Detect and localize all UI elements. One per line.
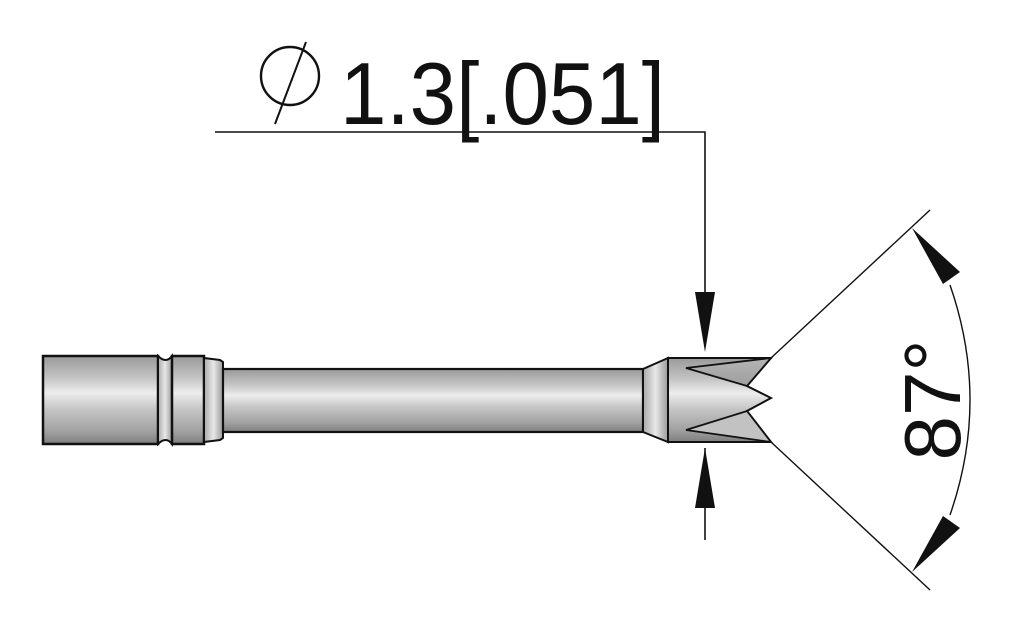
angle-value: 87° (888, 340, 977, 461)
diameter-dimension: 1.3[.051] (215, 41, 715, 540)
angle-extension-line-top (770, 209, 931, 359)
soldering-tip (41, 353, 774, 447)
diameter-value: 1.3[.051] (340, 44, 665, 143)
arc-arrow-top-icon (912, 228, 960, 284)
angle-extension-line-bottom (770, 441, 931, 591)
angle-dimension: 87° (770, 209, 977, 591)
arrow-down-icon (695, 292, 715, 352)
arc-arrow-bottom-icon (912, 516, 960, 572)
angle-arc (949, 284, 971, 516)
diameter-symbol-icon (259, 41, 321, 125)
diameter-leader-line (215, 131, 706, 300)
